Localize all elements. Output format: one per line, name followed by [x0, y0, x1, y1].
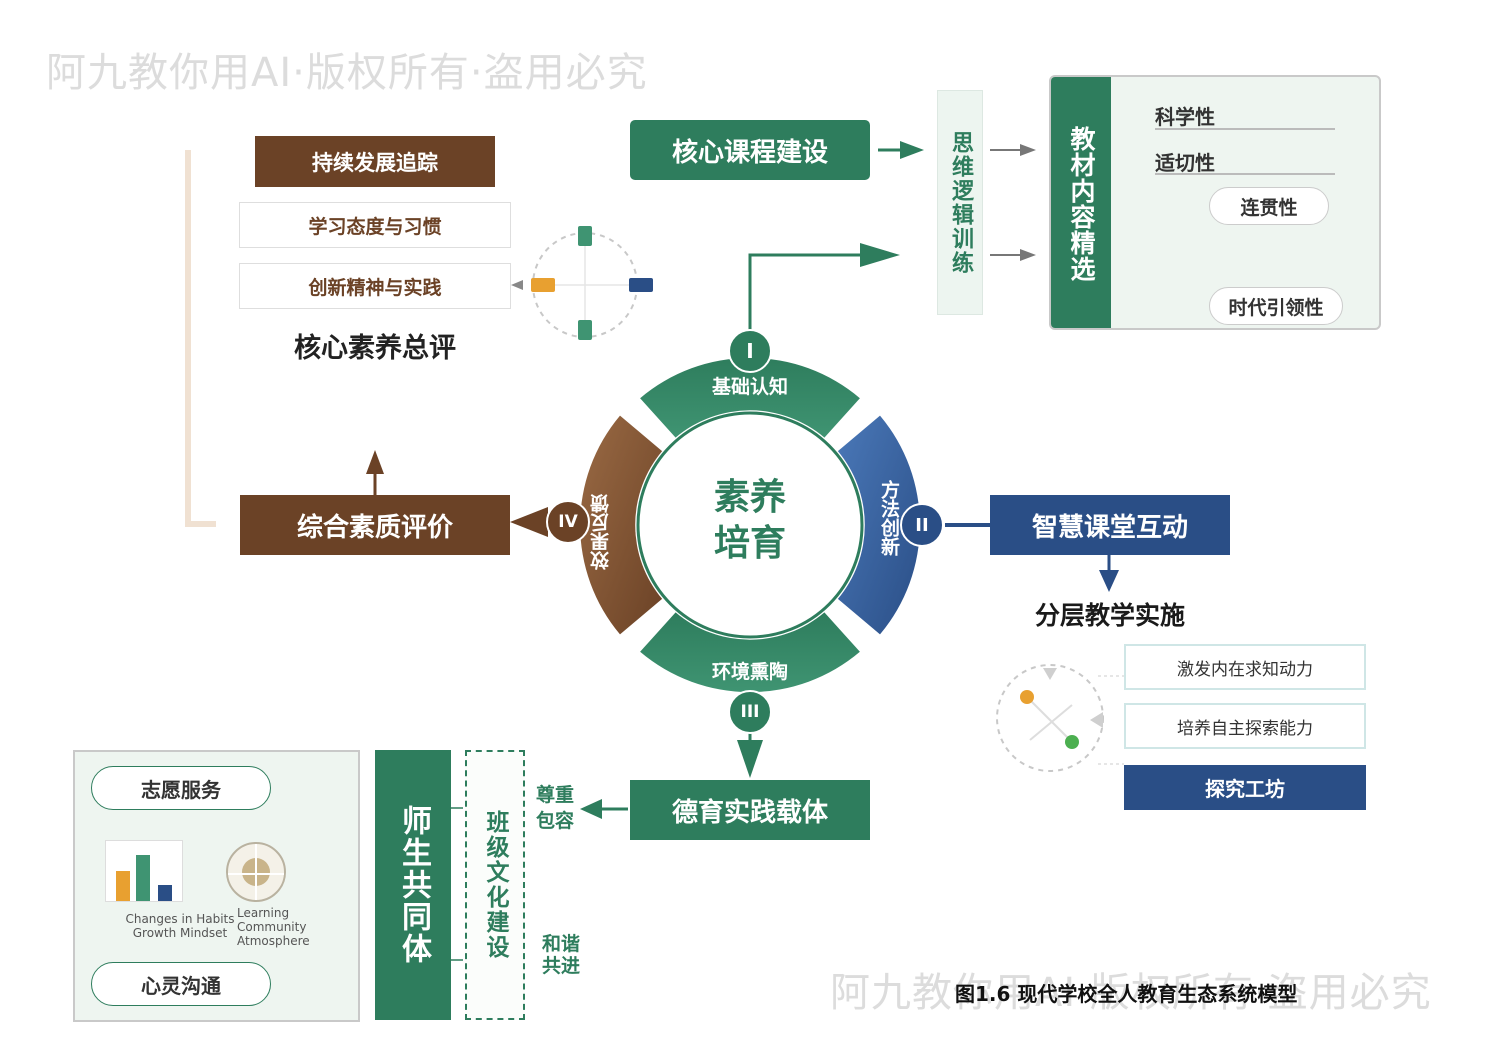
ring-label-right: 方法创新	[878, 480, 900, 556]
ring-segment-top	[640, 357, 860, 438]
communication-pill: 心灵沟通	[91, 962, 271, 1006]
summary-label: 核心素养总评	[294, 333, 456, 364]
moral-practice-box: 德育实践载体	[630, 780, 870, 840]
logic-training-column: 思维逻辑训练	[937, 90, 983, 315]
community-caption: Learning Community Atmosphere	[237, 906, 361, 948]
community-caption-line-2: Atmosphere	[237, 934, 310, 948]
inquiry-workshop-box: 探究工坊	[1124, 765, 1366, 810]
content-title-label: 教材内容精选	[1067, 125, 1096, 282]
pill-leadership: 时代引领性	[1209, 287, 1343, 325]
center-line-2: 培育	[713, 523, 786, 564]
tracking-box: 持续发展追踪	[255, 136, 495, 187]
ring-label-top: 基础认知	[711, 376, 788, 398]
respect-label: 尊重包容	[535, 784, 574, 832]
ring-label-left: 效果反馈	[590, 494, 612, 570]
ring-label-bottom: 环境熏陶	[711, 661, 788, 683]
ring-segment-right	[837, 415, 920, 635]
content-panel: 教材内容精选 科学性 适切性 连贯性 时代引领性	[1049, 75, 1381, 330]
target-icon	[226, 842, 286, 902]
community-label: 师生共同体	[396, 805, 431, 965]
content-title-bar: 教材内容精选	[1051, 77, 1111, 328]
community-column: 师生共同体	[375, 750, 451, 1020]
center-title: 素养 培育	[650, 475, 850, 567]
habits-caption-line-2: Growth Mindset	[132, 926, 228, 940]
ring-segment-bottom	[640, 612, 860, 693]
layered-teaching-label: 分层教学实施	[1034, 601, 1185, 630]
center-circle	[636, 411, 864, 639]
innovation-item: 创新精神与实践	[239, 263, 511, 309]
numeral-left: IV	[546, 500, 590, 544]
watermark-top: 阿九教你用AI·版权所有·盗用必究	[46, 50, 648, 96]
arrow-to-logic	[748, 253, 888, 330]
figure-caption: 图1.6 现代学校全人教育生态系统模型	[955, 982, 1298, 1006]
numeral-bottom: III	[728, 690, 772, 734]
pill-coherence: 连贯性	[1209, 187, 1329, 225]
core-curriculum-box: 核心课程建设	[630, 120, 870, 180]
numeral-right: II	[900, 503, 944, 547]
community-caption-line-1: Learning Community	[237, 906, 307, 934]
habits-caption-line-1: Changes in Habits	[125, 912, 235, 926]
volunteer-pill: 志愿服务	[91, 766, 271, 810]
logic-training-label: 思维逻辑训练	[948, 130, 973, 275]
habits-caption: Changes in Habits Growth Mindset	[125, 912, 235, 940]
left-bracket	[185, 150, 216, 527]
attitude-item: 学习态度与习惯	[239, 202, 511, 248]
class-culture-label: 班级文化建设	[482, 810, 508, 960]
harmony-label: 和谐共进	[541, 933, 580, 977]
item-appropriate: 适切性	[1155, 151, 1215, 175]
orbit-graphic	[996, 664, 1104, 772]
center-line-1: 素养	[713, 477, 786, 518]
evaluation-box: 综合素质评价	[240, 495, 510, 555]
motivation-item: 激发内在求知动力	[1124, 644, 1366, 690]
item-scientific: 科学性	[1155, 105, 1215, 129]
class-culture-column: 班级文化建设	[465, 750, 525, 1020]
divider-1	[1155, 128, 1335, 130]
watermark-bottom: 阿九教你用AI·版权所有·盗用必究	[830, 970, 1432, 1016]
ring-segment-left	[580, 415, 663, 635]
activity-panel: 志愿服务 Changes in Habits Growth Mindset Le…	[73, 750, 360, 1022]
divider-2	[1155, 173, 1335, 175]
exploration-item: 培养自主探索能力	[1124, 703, 1366, 749]
bar-chart-icon	[105, 840, 183, 902]
numeral-top: I	[728, 329, 772, 373]
smart-classroom-box: 智慧课堂互动	[990, 495, 1230, 555]
